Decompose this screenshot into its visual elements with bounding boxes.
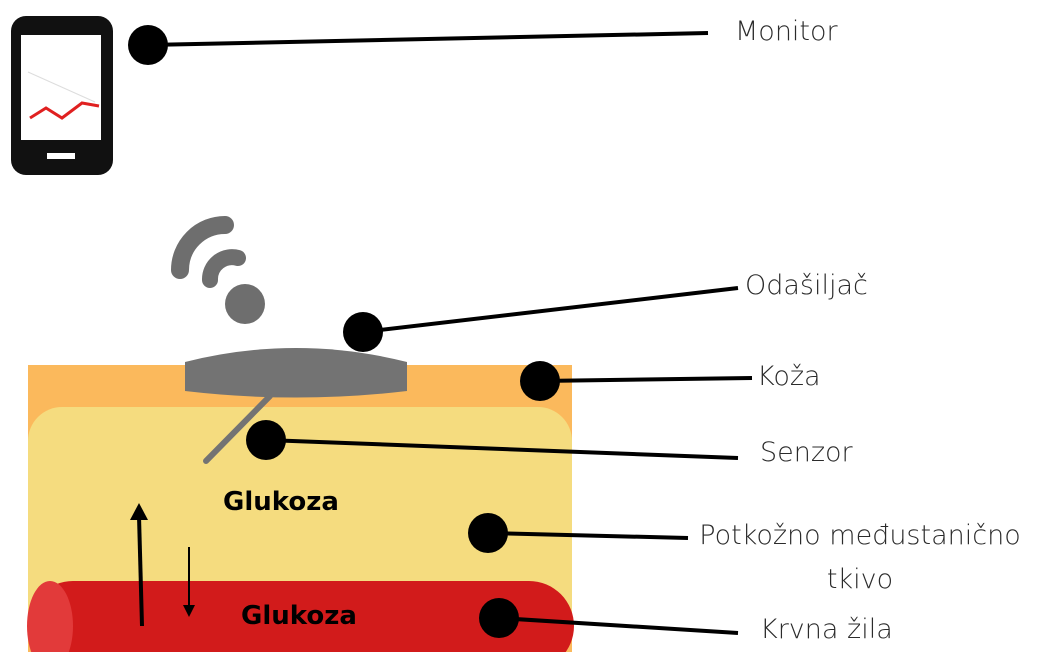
pointer-line-vessel [498, 616, 739, 635]
pointer-line-tissue [487, 531, 689, 540]
pointer-dot-vessel [479, 598, 519, 638]
signal-arc-outer [171, 216, 234, 279]
label-blood-vessel: Krvna žila [760, 614, 893, 645]
arrow-up-shaft [137, 515, 144, 627]
blood-vessel [28, 581, 574, 652]
phone-graph-line [29, 101, 100, 120]
sensor-filament [203, 393, 273, 464]
wifi-signal-icon [171, 216, 265, 324]
arrow-down-head [183, 605, 195, 617]
glucose-label-blood: Glukoza [241, 601, 357, 631]
label-interstitial-tissue: Potkožno međustanično tkivo [680, 514, 1039, 602]
pointer-dot-sensor [246, 420, 286, 460]
label-tissue-line2: tkivo [826, 564, 894, 595]
pointer-line-transmitter [362, 286, 739, 334]
pointer-line-monitor [147, 31, 709, 47]
signal-dot [225, 284, 265, 324]
callout-pointers [128, 25, 753, 638]
transmitter [185, 348, 407, 398]
phone-screen-gridline [27, 71, 96, 103]
pointer-dot-tissue [468, 513, 508, 553]
signal-arc-inner [202, 249, 246, 288]
arrow-up-head [130, 503, 148, 520]
glucose-label-tissue: Glukoza [223, 487, 339, 517]
pointer-dot-monitor [128, 25, 168, 65]
smartphone-icon [11, 16, 113, 175]
label-transmitter: Odašiljač [745, 270, 868, 301]
pointer-dot-transmitter [343, 312, 383, 352]
pointer-line-sensor [265, 438, 739, 460]
label-monitor: Monitor [735, 16, 838, 47]
label-skin: Koža [757, 361, 821, 392]
phone-screen [21, 35, 101, 140]
glucose-exchange-arrows [130, 503, 195, 627]
pointer-dot-skin [520, 361, 560, 401]
pointer-line-skin [539, 376, 753, 383]
label-tissue-line1: Potkožno međustanično [699, 520, 1021, 551]
label-sensor: Senzor [760, 437, 853, 468]
phone-home-button [47, 153, 75, 159]
blood-vessel-opening [27, 581, 73, 652]
